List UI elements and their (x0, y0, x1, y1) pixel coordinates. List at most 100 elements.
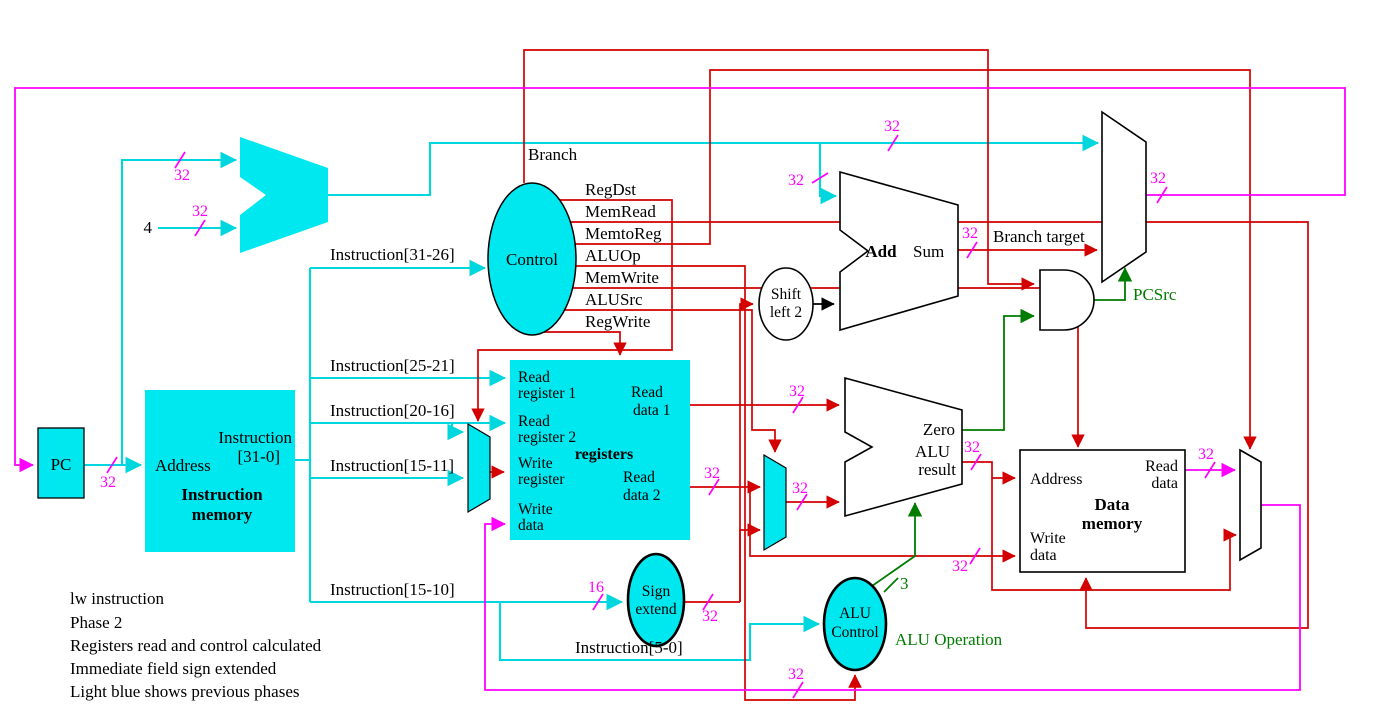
bus-slash (969, 547, 981, 565)
bus-slash (702, 593, 714, 611)
bus32-label: 32 (962, 225, 978, 242)
imem-instruction-label: Instruction (218, 428, 292, 447)
control-oval (487, 182, 577, 336)
branch-target-label: Branch target (993, 227, 1085, 246)
imem-name-line2: memory (192, 505, 253, 524)
mux-memtoreg (1239, 448, 1262, 562)
imem-range-label: [31-0] (238, 447, 280, 466)
wire-writeback-to-regs (484, 504, 1301, 691)
signal-memwrite: MemWrite (585, 268, 659, 287)
add-alu-shape (839, 170, 959, 332)
regs-writereg-line1: Write (518, 455, 553, 472)
registers-box (510, 360, 690, 540)
bus-slash (970, 453, 982, 471)
bus32-label: 32 (788, 172, 804, 189)
wires-green (871, 267, 1133, 587)
wire-zero-to-and (962, 308, 1035, 431)
bus32-label: 32 (192, 203, 208, 220)
bus32-label: 32 (884, 118, 900, 135)
pc-box (37, 427, 85, 499)
add-sum-label: Sum (913, 242, 944, 261)
bus32-label: 32 (702, 608, 718, 625)
bus32-label: 32 (789, 383, 805, 400)
bus32-label: 32 (952, 558, 968, 575)
regs-readdata2-line1: Read (623, 469, 655, 486)
regs-readreg2-line2: register 2 (518, 429, 576, 446)
signal-memtoreg: MemtoReg (585, 224, 662, 243)
bus-slash (887, 134, 899, 152)
wire-ctl-alusrc (565, 309, 782, 453)
mux-regdst (467, 422, 491, 514)
bus-slash (811, 172, 829, 184)
bus-slash (792, 681, 804, 699)
bus32-label: 32 (964, 439, 980, 456)
signal-memread: MemRead (585, 202, 656, 221)
bus32-label: 32 (100, 474, 116, 491)
field-15-10-label: Instruction[15-10] (330, 580, 455, 599)
dmem-name-line1: Data (1095, 495, 1130, 514)
regs-readdata2-line2: data 2 (623, 487, 660, 504)
regs-readreg2-line1: Read (518, 413, 550, 430)
aluctl-line2: Control (831, 624, 878, 641)
main-alu-shape (844, 376, 963, 518)
bus-slash (592, 593, 604, 611)
shift-left-2-oval (758, 267, 814, 341)
constant-four-label: 4 (144, 218, 153, 237)
alu-zero-label: Zero (923, 420, 955, 439)
wire-instr-to-regdst-mux0 (447, 423, 465, 441)
signext-line1: Sign (642, 583, 671, 600)
bus-width-slashes (106, 134, 1216, 699)
wire-signext-to-alusrc-mux (739, 523, 761, 602)
wire-signext-to-shift (739, 297, 754, 602)
dmem-address-label: Address (1030, 471, 1082, 488)
regs-writedata-line1: Write (518, 501, 553, 518)
dmem-readdata-line2: data (1151, 475, 1178, 492)
wire-pc-to-adder (120, 151, 238, 465)
sign-extend-oval (626, 552, 686, 648)
bus-slash (708, 478, 720, 496)
wire-instr-to-aluctl (498, 602, 821, 662)
regs-name: registers (575, 446, 633, 463)
wire-pcplus4-to-add (818, 143, 838, 205)
bus32-label: 32 (1198, 446, 1214, 463)
mux-alusrc (763, 453, 787, 552)
wire-aluresult-to-dmem (962, 461, 1016, 485)
regs-readdata1-line2: data 1 (633, 402, 670, 419)
regs-writedata-line2: data (518, 517, 544, 534)
signal-alusrc: ALUSrc (585, 290, 643, 309)
dmem-readdata-line1: Read (1145, 458, 1178, 475)
wire-ctl-aluop (576, 265, 862, 701)
wire-ctl-memread (570, 221, 1309, 629)
wires-current-phase (471, 49, 1309, 701)
imem-address-label: Address (155, 456, 211, 475)
wire-ctl-memtoreg (575, 69, 1257, 450)
caption-line1: lw instruction (70, 589, 164, 608)
bus32-label: 32 (1150, 170, 1166, 187)
wire-imem-out-stub (295, 268, 312, 602)
bus-slash (174, 151, 186, 169)
caption-line4: Immediate field sign extended (70, 659, 277, 678)
dmem-name-line2: memory (1082, 514, 1143, 533)
wire-pcsrc-mux-to-pc (14, 87, 1346, 473)
aluctl-line1: ALU (839, 605, 871, 622)
bus32-label: 32 (704, 465, 720, 482)
bus16-label: 16 (588, 579, 604, 596)
shift-line2: left 2 (770, 304, 802, 321)
alu-control-oval (822, 576, 888, 672)
regs-writereg-line2: register (518, 471, 565, 488)
bus-slash (792, 396, 804, 414)
wire-readdata2-to-dmem-writedata (749, 487, 1016, 563)
alu-result-line1: ALU (915, 442, 950, 461)
signal-branch: Branch (528, 145, 578, 164)
bus32-label: 32 (788, 666, 804, 683)
bus-slash (966, 241, 978, 259)
pc-label: PC (51, 455, 72, 474)
bus-slash-3 (883, 577, 899, 593)
imem-name-line1: Instruction (181, 485, 263, 504)
alu-result-line2: result (918, 460, 956, 479)
field-25-21-label: Instruction[25-21] (330, 356, 455, 375)
dmem-writedata-line1: Write (1030, 530, 1066, 547)
pcsrc-label: PCSrc (1133, 285, 1177, 304)
